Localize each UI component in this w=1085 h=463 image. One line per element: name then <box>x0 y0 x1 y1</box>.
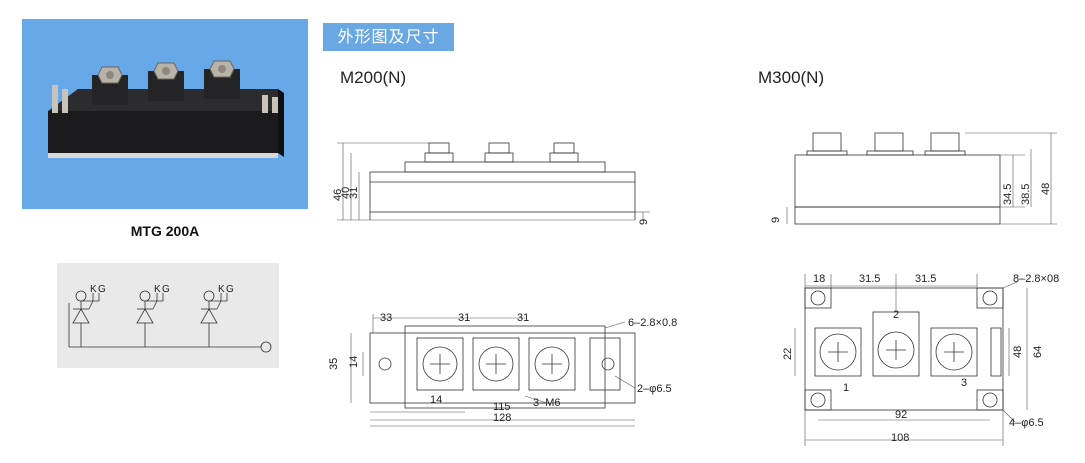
k-label-2: K <box>154 284 161 295</box>
thyristor-2 <box>136 290 164 347</box>
m300-dim-9: 9 <box>770 217 782 223</box>
m300-title: M300(N) <box>758 68 825 87</box>
m300-dim-38-5: 38.5 <box>1020 184 1032 205</box>
m200-top-dim-33: 33 <box>380 312 392 324</box>
thyristor-1 <box>72 290 100 347</box>
m300-pad-label-3: 3 <box>961 377 967 389</box>
g-label-1: G <box>98 284 106 295</box>
m300-top-dim-31-5a: 31.5 <box>859 273 880 285</box>
k-label-3: K <box>218 284 225 295</box>
m300-top-dim-31-5b: 31.5 <box>915 273 936 285</box>
thyristor-3 <box>200 290 228 347</box>
m300-dim-34-5: 34.5 <box>1002 184 1014 205</box>
m200-side-view: 46 40 31 9 <box>332 142 650 225</box>
m200-top-dim-14-bottom: 14 <box>430 394 442 406</box>
k-label-1: K <box>90 284 97 295</box>
m200-dim-31: 31 <box>348 187 360 199</box>
module-photo-illustration <box>48 60 284 158</box>
m300-top-dim-48: 48 <box>1012 346 1024 358</box>
m200-screw-label: 3–M6 <box>533 397 561 409</box>
m200-top-dim-31b: 31 <box>517 312 529 324</box>
m300-top-dim-18: 18 <box>813 273 825 285</box>
m300-top-dim-22: 22 <box>782 348 794 360</box>
m300-pad-label-1: 1 <box>843 382 849 394</box>
m300-hole-label: 4–φ6.5 <box>1009 417 1044 429</box>
product-photo <box>22 19 308 209</box>
m200-hole-label: 2–φ6.5 <box>637 383 672 395</box>
m300-side-view: 9 34.5 38.5 48 <box>770 132 1057 225</box>
section-title: 外形图及尺寸 <box>323 23 454 51</box>
g-label-2: G <box>162 284 170 295</box>
circuit-schematic: K G K G K G <box>57 263 279 368</box>
m300-terminal-label: 8–2.8×08 <box>1013 273 1059 285</box>
m200-title: M200(N) <box>340 68 407 87</box>
m200-top-dim-35: 35 <box>328 358 340 370</box>
m300-top-dim-92: 92 <box>895 409 907 421</box>
photo-caption: MTG 200A <box>130 223 200 239</box>
m200-top-dim-14-left: 14 <box>348 356 360 368</box>
m200-top-dim-115: 115 <box>493 401 511 413</box>
m200-top-dim-31a: 31 <box>458 312 470 324</box>
m300-pad-label-2: 2 <box>893 309 899 321</box>
m200-dim-40: 40 <box>340 187 352 199</box>
m300-top-view: 18 31.5 31.5 8–2.8×08 22 48 64 1 2 3 92 … <box>782 273 1059 446</box>
m200-terminal-label: 6–2.8×0.8 <box>628 317 677 329</box>
m200-dim-9: 9 <box>638 219 650 225</box>
g-label-3: G <box>226 284 234 295</box>
m300-top-dim-64: 64 <box>1032 346 1044 358</box>
m200-top-view: 33 31 31 35 14 14 115 128 3–M6 6–2.8×0.8… <box>328 312 677 427</box>
m300-top-dim-108: 108 <box>891 432 909 444</box>
m200-top-dim-128: 128 <box>493 412 511 424</box>
m300-dim-48: 48 <box>1040 183 1052 195</box>
m200-dim-46: 46 <box>332 189 344 201</box>
thyristor-circuit: K G K G K G <box>68 284 272 353</box>
